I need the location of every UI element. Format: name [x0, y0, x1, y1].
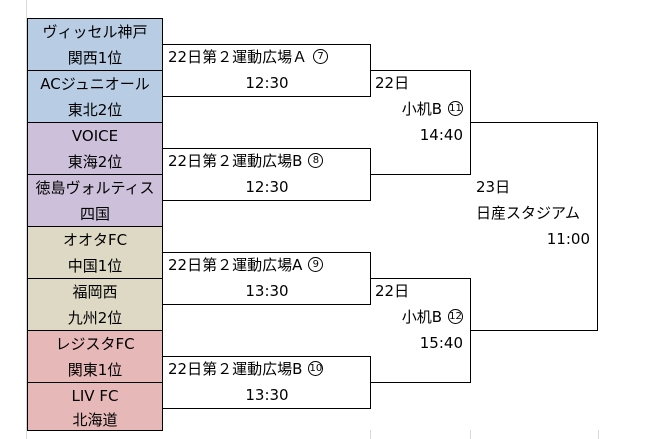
team-name: オオタFC	[62, 231, 128, 249]
team-name: 九州2位	[67, 308, 123, 327]
bracket-line	[470, 330, 598, 331]
bracket-line	[370, 70, 470, 71]
team-name: 中国1位	[67, 256, 123, 275]
bracket-line	[370, 382, 470, 383]
grid-line	[370, 430, 371, 439]
team-cell: ヴィッセル神戸	[27, 18, 163, 44]
match-time: 13:30	[245, 386, 289, 404]
bracket-line	[163, 44, 371, 45]
grid-line	[26, 0, 27, 439]
final-time: 11:00	[546, 230, 590, 248]
team-name: 関西1位	[67, 48, 123, 67]
team-name: ヴィッセル神戸	[42, 22, 148, 41]
bracket-line	[163, 356, 371, 357]
team-name: ACジュニオール	[40, 75, 150, 93]
match-number-badge: 7	[313, 49, 329, 64]
team-name: LIV FC	[71, 386, 119, 405]
bracket-line	[163, 148, 371, 149]
team-cell: VOICE	[27, 122, 163, 148]
team-cell: 東北2位	[27, 96, 163, 122]
team-cell: 福岡西	[27, 278, 163, 304]
match-time: 12:30	[245, 74, 289, 92]
match-number-badge: 9	[308, 257, 324, 272]
team-name: レジスタFC	[55, 335, 135, 353]
final-day: 23日	[476, 178, 511, 196]
team-cell: 北海道	[27, 408, 163, 431]
bracket-line	[163, 304, 371, 305]
team-name: 四国	[79, 204, 110, 223]
match-number-badge: 12	[448, 309, 463, 324]
bracket-line	[370, 174, 470, 175]
team-cell: レジスタFC	[27, 330, 163, 356]
match-number-badge: 11	[448, 101, 463, 116]
match-day: 22日	[375, 74, 410, 92]
team-name: VOICE	[71, 126, 119, 145]
team-cell: ACジュニオール	[27, 70, 163, 96]
bracket-line	[163, 408, 371, 409]
match-time: 12:30	[245, 178, 289, 196]
grid-line	[470, 430, 471, 439]
team-name: 関東1位	[67, 360, 123, 379]
bracket-line	[163, 200, 371, 201]
team-cell: 九州2位	[27, 304, 163, 330]
match-number-badge: 10	[308, 361, 324, 376]
match-number-badge: 8	[308, 153, 324, 168]
bracket-line	[597, 122, 598, 331]
match-time: 13:30	[245, 282, 289, 300]
match-time: 15:40	[419, 334, 463, 352]
team-cell: 関西1位	[27, 44, 163, 70]
team-name: 福岡西	[72, 283, 118, 301]
grid-line	[598, 430, 599, 439]
team-cell: オオタFC	[27, 226, 163, 252]
team-name: 東北2位	[67, 100, 123, 119]
bracket-line	[470, 122, 598, 123]
match-day: 22日	[375, 282, 410, 300]
bracket-line	[370, 278, 470, 279]
team-cell: 四国	[27, 200, 163, 226]
team-cell: 関東1位	[27, 356, 163, 382]
team-cell: 徳島ヴォルティス	[27, 174, 163, 200]
bracket-line	[163, 252, 371, 253]
team-name: 東海2位	[67, 152, 123, 171]
team-name: 徳島ヴォルティス	[35, 179, 155, 197]
team-cell: 中国1位	[27, 252, 163, 278]
bracket-line	[163, 96, 371, 97]
match-time: 14:40	[419, 126, 463, 144]
team-cell: LIV FC	[27, 382, 163, 408]
final-venue: 日産スタジアム	[476, 204, 580, 222]
team-name: 北海道	[72, 411, 118, 429]
team-cell: 東海2位	[27, 148, 163, 174]
